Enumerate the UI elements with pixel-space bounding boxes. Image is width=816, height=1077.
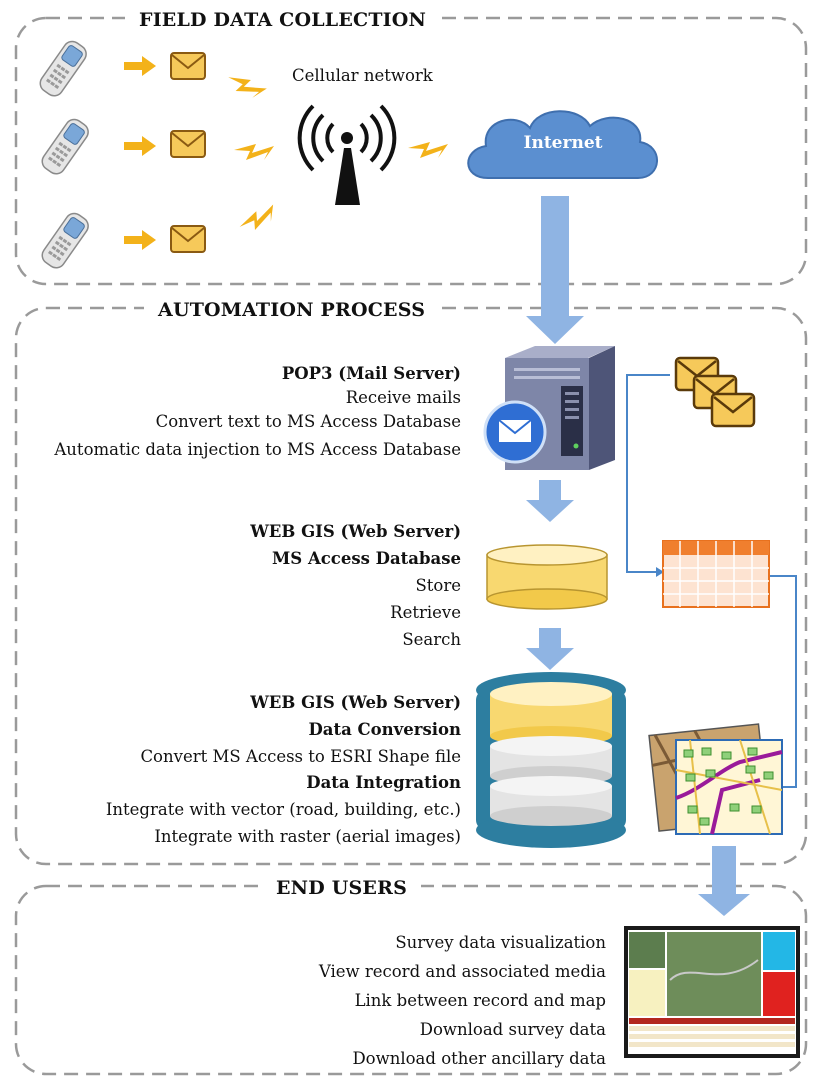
end-users-item-link: Link between record and map [354,991,606,1010]
section-title-end-users: END USERS [262,876,422,900]
arrow-icon-1 [124,56,156,76]
gis-database-icon [476,672,626,848]
phone-icon-2 [37,115,93,179]
webgis1-item-store: Store [415,576,461,595]
field-section-frame [14,16,808,286]
internet-cloud-icon [467,110,658,179]
web-app-screenshot-icon [624,926,800,1058]
webgis1-item-search: Search [402,630,461,649]
gis-map-icon [648,723,783,835]
webgis2-title: WEB GIS (Web Server) [250,693,461,712]
cellular-network-label: Cellular network [292,66,433,85]
webgis1-title: WEB GIS (Web Server) [250,522,461,541]
mail-server-icon [483,346,615,470]
webgis1-subtitle: MS Access Database [272,549,461,568]
webgis2-conversion-item: Convert MS Access to ESRI Shape file [140,747,461,766]
webgis1-item-retrieve: Retrieve [390,603,461,622]
pop3-item-inject: Automatic data injection to MS Access Da… [54,440,461,459]
webgis2-integration-title: Data Integration [306,773,461,792]
pop3-item-receive: Receive mails [345,388,461,407]
webgis2-integration-vector: Integrate with vector (road, building, e… [105,800,461,819]
arrow-icon-2 [124,136,156,156]
end-users-item-visualization: Survey data visualization [395,933,606,952]
end-users-item-download-ancillary: Download other ancillary data [352,1049,606,1068]
section-title-automation-process: AUTOMATION PROCESS [144,298,440,322]
ms-access-database-icon [486,544,608,610]
antenna-icon [297,104,397,205]
table-icon [662,540,770,608]
webgis2-integration-raster: Integrate with raster (aerial images) [154,827,461,846]
lightning-icon-2 [234,144,274,160]
flow-arrow-internet-to-server [526,196,584,344]
stacked-mail-icon [674,356,756,428]
lightning-icon-3 [236,202,280,236]
flow-arrow-gis-to-end-users [698,846,750,916]
flow-arrow-db-to-gis [526,628,574,670]
lightning-icon-4 [408,142,448,158]
mail-icon-2 [170,130,206,158]
pop3-title: POP3 (Mail Server) [281,364,461,383]
end-users-item-download-survey: Download survey data [419,1020,606,1039]
phone-icon-3 [37,209,93,273]
arrow-icon-3 [124,230,156,250]
mail-icon-1 [170,52,206,80]
mail-icon-3 [170,225,206,253]
webgis2-conversion-title: Data Conversion [308,720,461,739]
pop3-item-convert: Convert text to MS Access Database [155,412,461,431]
section-title-field-data-collection: FIELD DATA COLLECTION [125,8,441,32]
end-users-item-view-record: View record and associated media [318,962,606,981]
phone-icon-1 [35,37,91,101]
lightning-icon-1 [224,71,268,102]
flow-arrow-server-to-db [526,480,574,522]
internet-label: Internet [523,133,603,153]
